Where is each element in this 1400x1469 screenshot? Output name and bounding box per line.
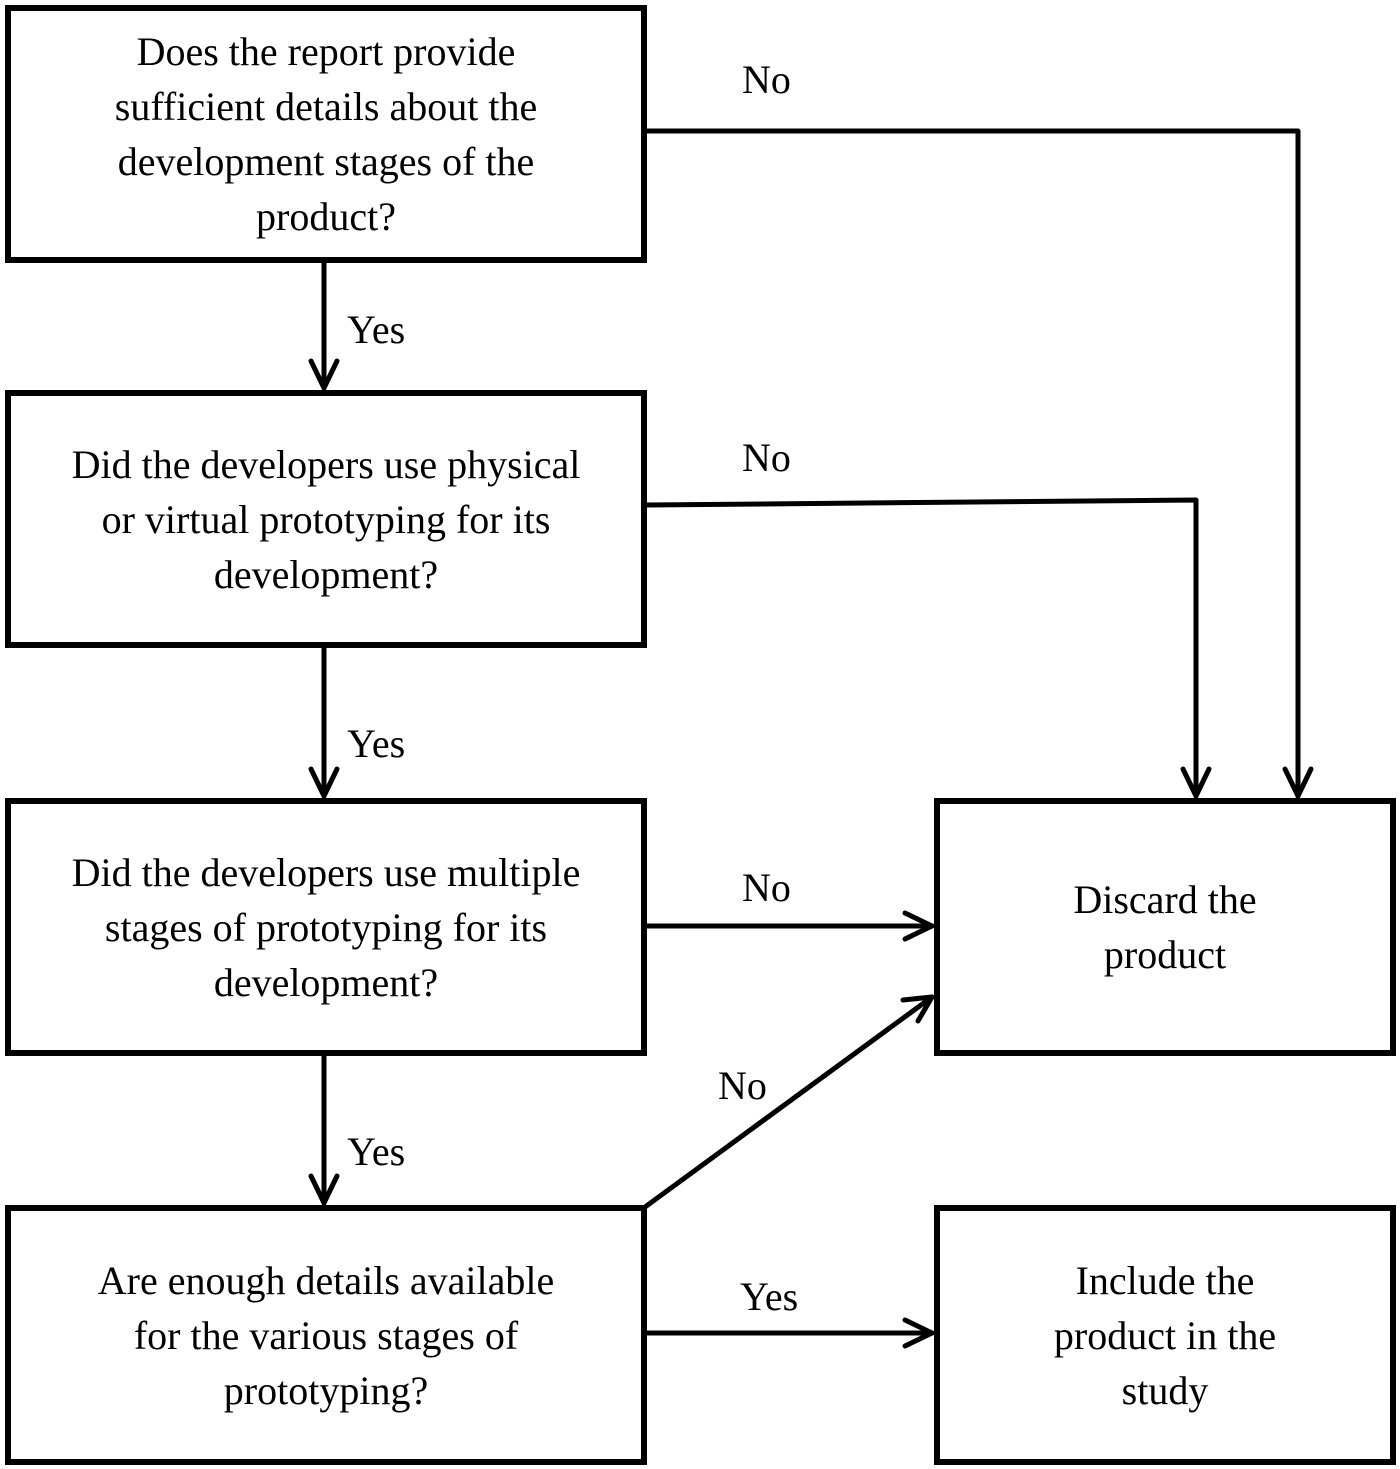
edge-label-q2-yes: Yes [347,721,406,766]
question-box-prototyping-used: Did the developers use physical or virtu… [5,390,647,648]
edge-q4-discard [642,994,935,1210]
arrowhead-q4-include [902,1317,935,1349]
arrowhead-q3-discard [902,910,935,942]
outcome-box-discard: Discard the product [934,798,1396,1056]
arrowhead-q4-discard [900,994,935,1024]
edge-q2-discard [644,497,1199,799]
arrowhead-q1-q2 [308,358,340,391]
edge-label-q1-no: No [742,57,791,102]
question-text: Did the developers use multiple stages o… [71,849,581,1005]
outcome-box-include: Include the product in the study [934,1205,1396,1465]
edge-label-q2-no: No [742,435,791,480]
arrowhead-q3-q4 [308,1173,340,1206]
edge-label-q1-yes: Yes [347,307,406,352]
arrowhead-q1-discard [1282,766,1314,799]
question-text: Did the developers use physical or virtu… [71,441,581,597]
edge-label-q4-yes: Yes [740,1274,799,1319]
question-box-stage-details: Are enough details available for the var… [5,1205,647,1465]
question-box-multiple-stages: Did the developers use multiple stages o… [5,798,647,1056]
question-text: Does the report provide sufficient detai… [114,29,538,239]
question-box-report-details: Does the report provide sufficient detai… [5,5,647,263]
edge-label-q3-yes: Yes [347,1129,406,1174]
question-text: Are enough details available for the var… [97,1257,555,1413]
outcome-text: Include the product in the study [1053,1257,1277,1413]
edge-q1-discard [644,128,1301,799]
arrowhead-q2-discard [1180,766,1212,799]
outcome-text: Discard the product [1073,877,1257,977]
arrowhead-q2-q3 [308,766,340,799]
edge-label-q3-no: No [742,865,791,910]
edge-label-q4-no: No [718,1063,767,1108]
